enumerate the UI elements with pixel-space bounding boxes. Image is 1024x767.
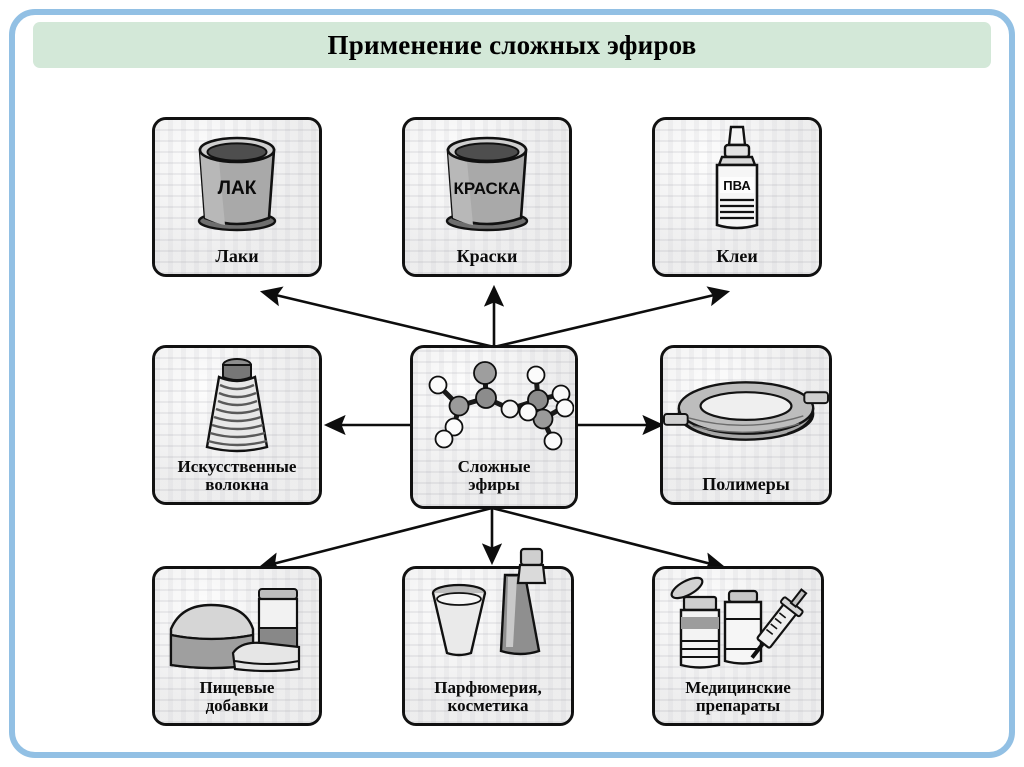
node-medicine[interactable]: Медицинские препараты [652, 566, 824, 726]
node-food[interactable]: Пищевые добавки [152, 566, 322, 726]
coiled-hose-icon [663, 354, 829, 466]
node-label: Медицинские препараты [685, 677, 791, 715]
node-glues[interactable]: ПВА Клеи [652, 117, 822, 277]
node-label: Краски [456, 245, 518, 266]
node-fibers[interactable]: Искусственные волокна [152, 345, 322, 505]
node-esters-center[interactable]: Сложные эфиры [410, 345, 578, 509]
node-label: Полимеры [702, 473, 790, 494]
page-title: Применение сложных эфиров [327, 29, 697, 60]
perfume-bottles-icon [405, 569, 571, 673]
arrow-esters-to-glues [493, 286, 731, 349]
glue-bottle-icon: ПВА [655, 120, 819, 238]
arrow-esters-to-varnishes [259, 286, 495, 349]
node-label: Лаки [215, 245, 259, 266]
node-paints[interactable]: КРАСКА Краски [402, 117, 572, 277]
node-polymers[interactable]: Полимеры [660, 345, 832, 505]
node-label: Искусственные волокна [177, 456, 297, 494]
svg-text:КРАСКА: КРАСКА [453, 179, 520, 198]
node-perfume[interactable]: Парфюмерия, косметика [402, 566, 574, 726]
svg-text:ПВА: ПВА [723, 178, 751, 193]
node-varnishes[interactable]: ЛАК Лаки [152, 117, 322, 277]
bread-and-jar-icon [155, 571, 319, 683]
ester-molecule-model-icon [413, 348, 575, 460]
node-label: Пищевые добавки [199, 677, 275, 715]
paint-bucket-icon: ЛАК [155, 120, 319, 236]
vials-and-syringe-icon [655, 571, 821, 683]
arrow-esters-to-medicine [491, 506, 727, 573]
slide-title-banner: Применение сложных эфиров [33, 22, 991, 68]
paint-bucket-icon: КРАСКА [405, 120, 569, 236]
svg-text:ЛАК: ЛАК [218, 178, 257, 199]
center-node-label: Сложные эфиры [457, 456, 531, 494]
thread-spool-icon [155, 348, 319, 460]
arrow-esters-to-food [257, 506, 493, 573]
node-label: Парфюмерия, косметика [434, 677, 542, 715]
node-label: Клеи [716, 245, 758, 266]
